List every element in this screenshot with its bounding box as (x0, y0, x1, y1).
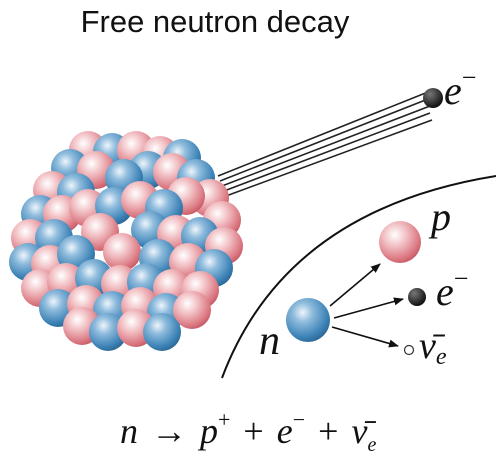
electron-label: e− (436, 264, 468, 314)
electron-trail (217, 91, 433, 197)
nucleon-proton (173, 291, 211, 329)
nucleon-neutron (143, 313, 181, 351)
electron-particle (408, 288, 426, 306)
neutron-label: n (259, 318, 280, 364)
neutron-particle (286, 298, 330, 342)
nucleon-neutron (89, 313, 127, 351)
arrow-to-electron (333, 297, 404, 319)
emitted-electron (423, 88, 443, 108)
emitted-electron-label: e− (444, 63, 476, 113)
nucleon-proton (103, 233, 141, 271)
proton-particle (379, 221, 421, 263)
diagram-title: Free neutron decay (80, 4, 350, 39)
antineutrino-label: ν̄e (419, 325, 447, 370)
nucleus (9, 131, 243, 351)
arrow-to-antineutrino (331, 326, 399, 348)
antineutrino-particle (403, 344, 415, 356)
proton-label: p (428, 194, 451, 239)
decay-equation: n → p+ + e− + ν̄e (120, 395, 376, 456)
arrow-to-proton (329, 263, 381, 307)
curved-boundary (221, 175, 496, 379)
